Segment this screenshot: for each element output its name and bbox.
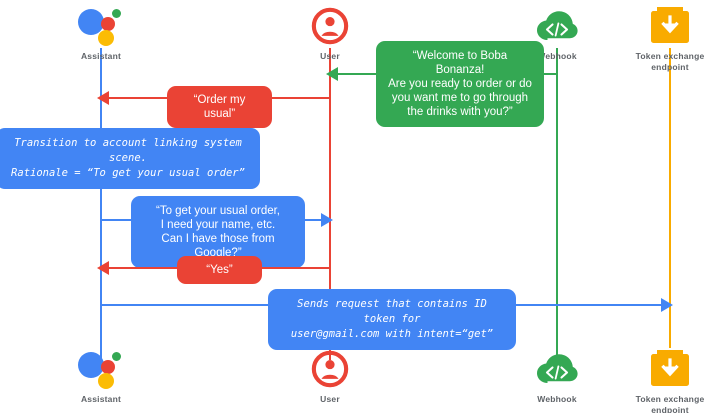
google-assistant-icon bbox=[41, 5, 161, 47]
actor-user-bottom: User bbox=[270, 348, 390, 405]
actor-label-token-endpoint: Token exchange endpoint bbox=[610, 394, 725, 413]
lifeline-token-endpoint bbox=[669, 48, 671, 348]
arrow-head-ask-for-name bbox=[321, 213, 333, 227]
arrow-head-yes bbox=[97, 261, 109, 275]
google-assistant-icon bbox=[41, 348, 161, 390]
note-line: Rationale = “To get your usual order” bbox=[11, 167, 245, 179]
lifeline-webhook bbox=[556, 48, 558, 360]
user-account-icon bbox=[270, 5, 390, 47]
lifeline-user bbox=[329, 48, 331, 360]
arrow-head-order-my-usual bbox=[97, 91, 109, 105]
actor-label-webhook: Webhook bbox=[537, 394, 577, 404]
note-line: Transition to account linking system sce… bbox=[14, 137, 242, 164]
cloud-code-icon bbox=[497, 348, 617, 390]
actor-label-assistant: Assistant bbox=[80, 394, 122, 404]
actor-user-top: User bbox=[270, 5, 390, 62]
message-bubble-yes: “Yes” bbox=[177, 256, 262, 284]
actor-label-webhook: Webhook bbox=[537, 51, 577, 61]
actor-token-endpoint-bottom: Token exchange endpoint bbox=[610, 345, 725, 413]
actor-label-user: User bbox=[320, 51, 340, 61]
actor-token-endpoint-top: Token exchange endpoint bbox=[610, 2, 725, 73]
message-line: “Welcome to Boba Bonanza! bbox=[412, 50, 508, 76]
message-bubble-order-my-usual: “Order my usual” bbox=[167, 86, 272, 128]
actor-webhook-bottom: Webhook bbox=[497, 348, 617, 405]
message-bubble-sends-request: Sends request that contains ID token for… bbox=[268, 289, 516, 350]
actor-label-token-endpoint-line2: endpoint bbox=[651, 62, 689, 72]
note-transition-to-account-linking: Transition to account linking system sce… bbox=[0, 128, 260, 189]
actor-assistant-top: Assistant bbox=[41, 5, 161, 62]
message-line: the drinks with you?” bbox=[407, 106, 513, 118]
arrow-head-welcome bbox=[326, 67, 338, 81]
message-line: “Order my usual” bbox=[193, 94, 246, 120]
message-line: Sends request that contains ID token for bbox=[297, 298, 487, 325]
message-bubble-welcome: “Welcome to Boba Bonanza! Are you ready … bbox=[376, 41, 544, 127]
actor-label-token-endpoint: Token exchange endpoint bbox=[610, 51, 725, 73]
actor-label-token-endpoint-line2: endpoint bbox=[651, 405, 689, 413]
user-account-icon bbox=[270, 348, 390, 390]
message-line: Are you ready to order or do bbox=[388, 78, 532, 90]
message-line: you want me to go through bbox=[391, 92, 529, 104]
actor-assistant-bottom: Assistant bbox=[41, 348, 161, 405]
actor-webhook-top: Webhook bbox=[497, 5, 617, 62]
message-line: user@gmail.com with intent=“get” bbox=[290, 328, 494, 340]
lifeline-assistant bbox=[100, 48, 102, 360]
download-box-icon bbox=[610, 2, 725, 47]
actor-label-assistant: Assistant bbox=[80, 51, 122, 61]
message-line: “Yes” bbox=[206, 264, 233, 276]
cloud-code-icon bbox=[497, 5, 617, 47]
message-line: I need your name, etc. bbox=[160, 219, 276, 231]
download-box-icon bbox=[610, 345, 725, 390]
actor-label-user: User bbox=[320, 394, 340, 404]
arrow-head-sends-request bbox=[661, 298, 673, 312]
actor-label-token-endpoint-line1: Token exchange bbox=[635, 394, 705, 404]
message-line: “To get your usual order, bbox=[155, 205, 280, 217]
actor-label-token-endpoint-line1: Token exchange bbox=[635, 51, 705, 61]
